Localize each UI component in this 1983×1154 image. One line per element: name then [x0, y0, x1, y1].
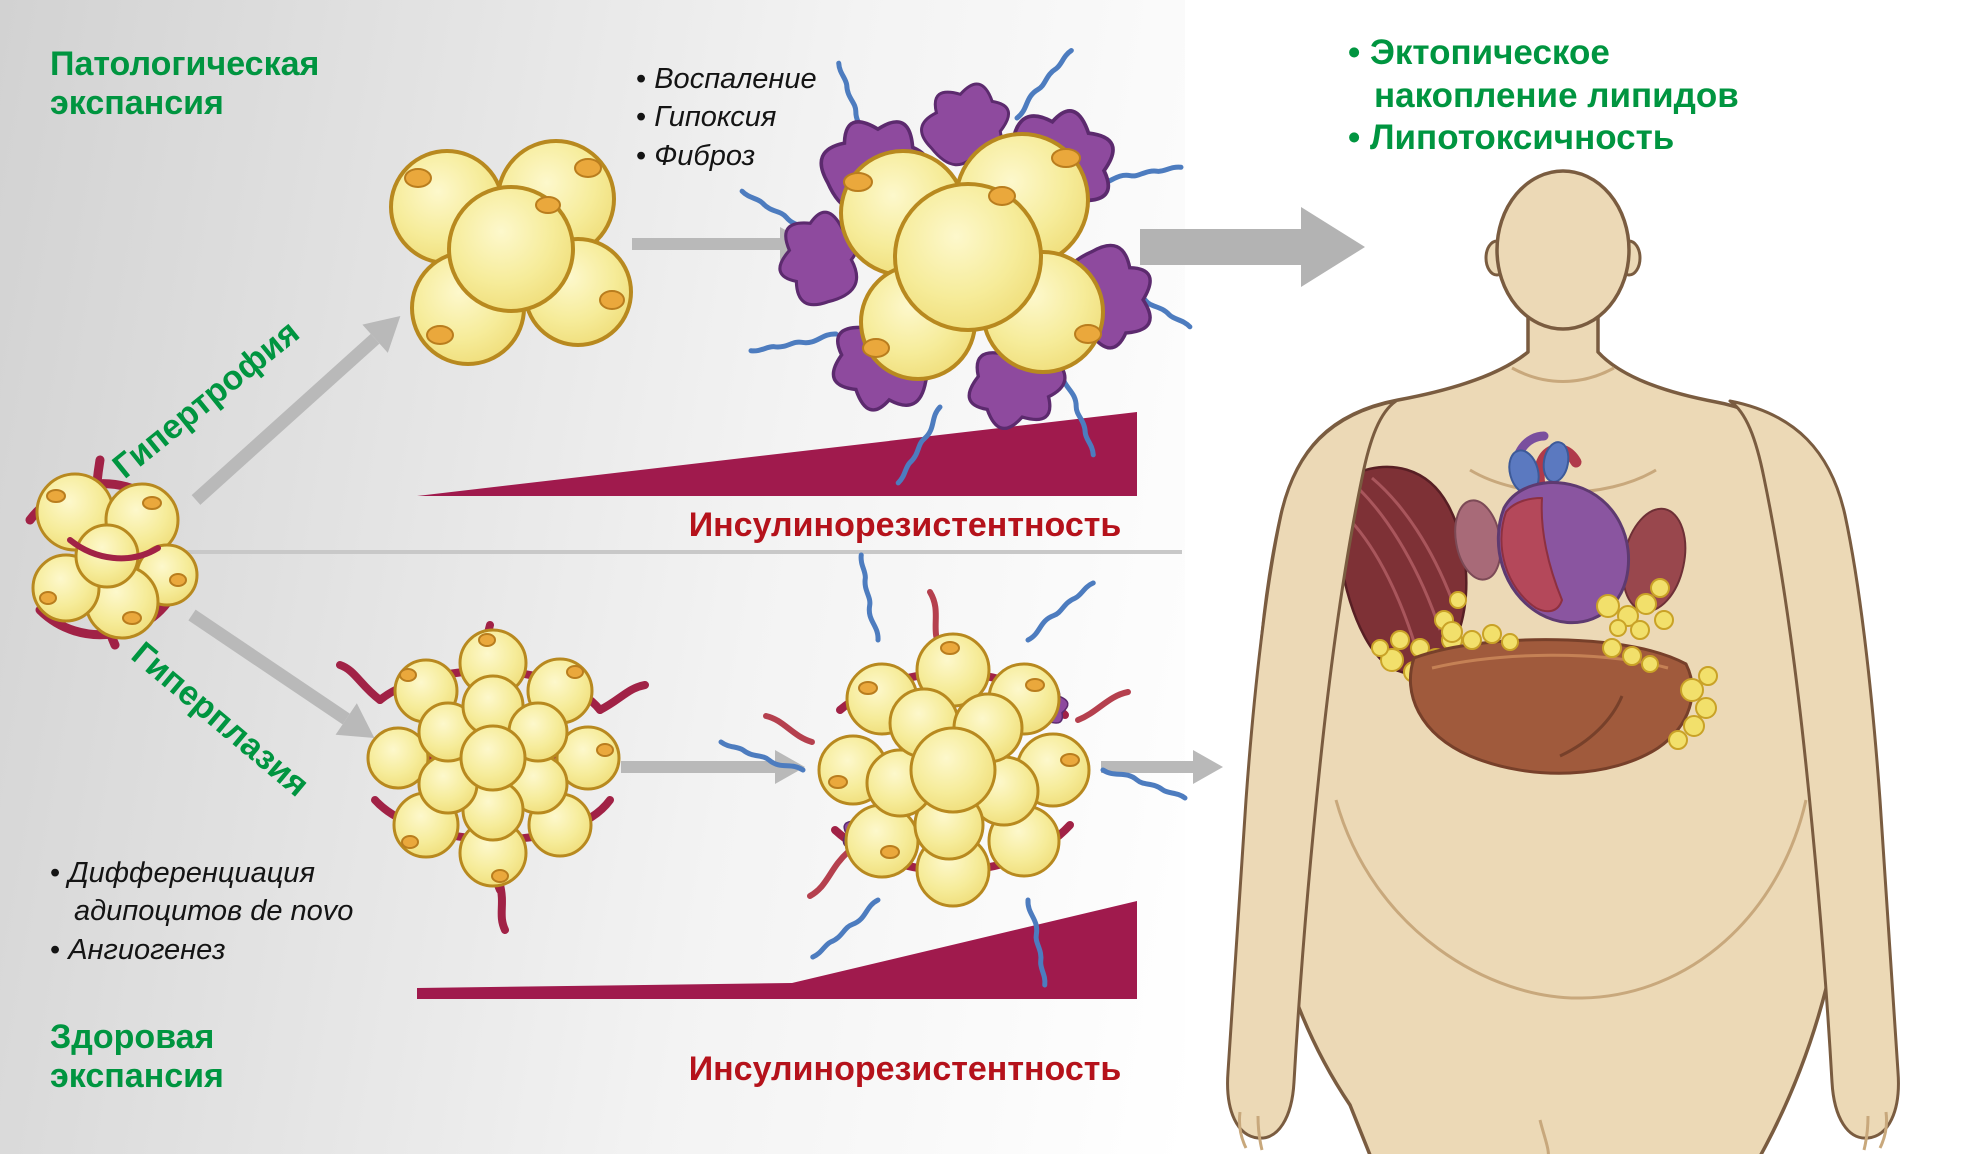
insulin-resistance-label-top: Инсулинорезистентность — [688, 506, 1122, 544]
outcomes-list: Эктопическое накопление липидов Липотокс… — [1348, 32, 1758, 160]
hyperplasia-arrow — [188, 609, 375, 739]
hypertrophy-arrow — [191, 315, 401, 505]
feature-item: Ангиогенез — [50, 931, 370, 969]
feature-item: Фиброз — [636, 137, 936, 175]
epicardial-fat — [1596, 578, 1674, 640]
outcome-item: Липотоксичность — [1348, 117, 1758, 160]
outcome-item: Эктопическое накопление липидов — [1348, 32, 1758, 117]
to-body-small-arrow — [1101, 750, 1223, 784]
right-arm — [1728, 399, 1900, 1140]
pathological-expansion-title: Патологическая экспансия — [50, 45, 320, 123]
hypertrophic-cluster — [389, 139, 633, 366]
hyperplastic-cluster — [336, 621, 649, 934]
inflamed-cluster — [737, 41, 1195, 488]
feature-item: Воспаление — [636, 60, 936, 98]
pathological-features-list: Воспаление Гипоксия Фиброз — [636, 60, 936, 175]
hand-lines — [1238, 1111, 1888, 1151]
perihepatic-fat — [1441, 621, 1718, 750]
feature-item: Дифференциация адипоцитов de novo — [50, 854, 370, 931]
branch-line — [177, 550, 1182, 554]
healthy-expansion-title: Здоровая экспансия — [50, 1018, 224, 1096]
human-figure — [1226, 169, 1900, 1154]
insulin-resistance-label-bottom: Инсулинорезистентность — [688, 1050, 1122, 1088]
feature-item: Гипоксия — [636, 98, 936, 136]
healthy-features-list: Дифференциация адипоцитов de novo Ангиог… — [50, 854, 370, 969]
initial-adipocyte-cluster — [25, 455, 199, 650]
vascularized-cluster — [721, 555, 1185, 985]
liver — [1409, 621, 1718, 775]
head — [1484, 169, 1642, 331]
insulin-resistance-wedge-top — [417, 412, 1137, 496]
to-body-big-arrow — [1140, 207, 1365, 287]
left-arm — [1226, 399, 1398, 1140]
insulin-resistance-wedge-bottom — [417, 901, 1137, 999]
heart-and-vessels — [1454, 431, 1687, 640]
